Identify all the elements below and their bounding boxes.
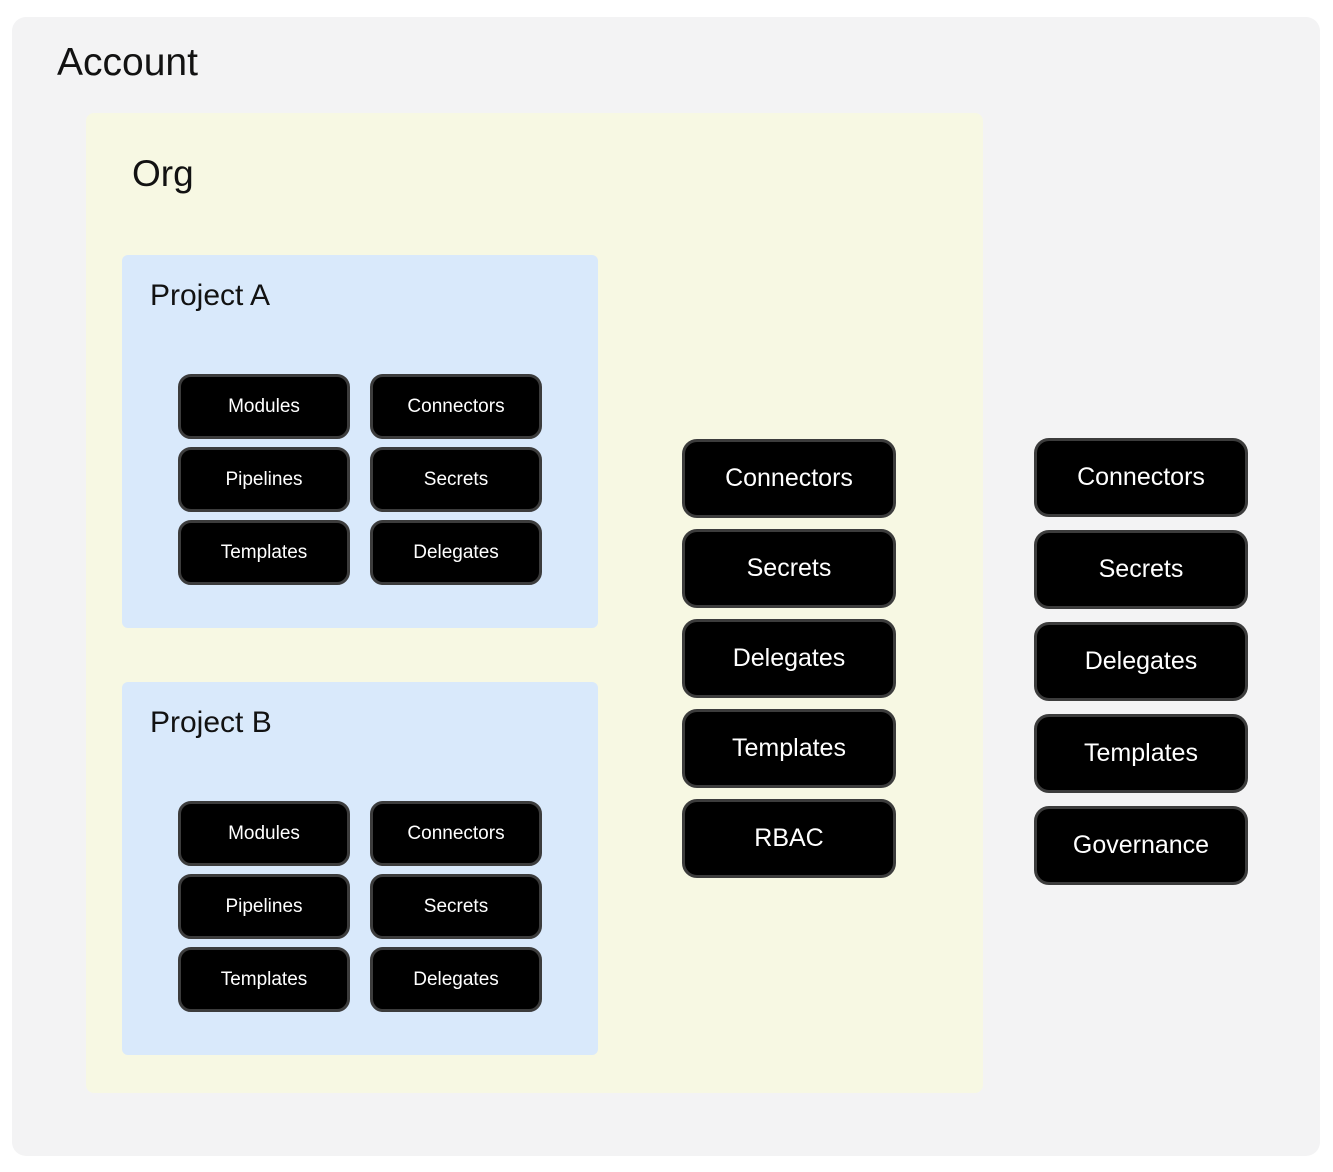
org-resources-column: Connectors Secrets Delegates Templates R… (682, 439, 896, 878)
org-title: Org (132, 153, 194, 194)
org-node-secrets: Secrets (682, 529, 896, 608)
org-node-delegates: Delegates (682, 619, 896, 698)
project-b-container: Project B Modules Connectors Pipelines S… (122, 682, 598, 1055)
project-a-container: Project A Modules Connectors Pipelines S… (122, 255, 598, 628)
project-b-node-secrets: Secrets (370, 874, 542, 939)
account-node-secrets: Secrets (1034, 530, 1248, 609)
project-a-title: Project A (150, 279, 271, 312)
org-node-templates: Templates (682, 709, 896, 788)
project-b-title: Project B (150, 706, 272, 739)
project-a-node-secrets: Secrets (370, 447, 542, 512)
project-a-node-connectors: Connectors (370, 374, 542, 439)
project-a-node-delegates: Delegates (370, 520, 542, 585)
project-b-node-connectors: Connectors (370, 801, 542, 866)
account-node-templates: Templates (1034, 714, 1248, 793)
project-a-node-templates: Templates (178, 520, 350, 585)
project-a-node-modules: Modules (178, 374, 350, 439)
org-node-rbac: RBAC (682, 799, 896, 878)
project-b-node-pipelines: Pipelines (178, 874, 350, 939)
project-b-node-modules: Modules (178, 801, 350, 866)
project-a-node-pipelines: Pipelines (178, 447, 350, 512)
project-b-node-delegates: Delegates (370, 947, 542, 1012)
org-node-connectors: Connectors (682, 439, 896, 518)
account-node-connectors: Connectors (1034, 438, 1248, 517)
org-container: Org Project A Modules Connectors Pipelin… (86, 113, 983, 1093)
account-node-governance: Governance (1034, 806, 1248, 885)
project-b-node-templates: Templates (178, 947, 350, 1012)
account-resources-column: Connectors Secrets Delegates Templates G… (1034, 438, 1248, 885)
account-title: Account (57, 41, 198, 84)
project-b-resource-grid: Modules Connectors Pipelines Secrets Tem… (178, 801, 542, 1012)
account-node-delegates: Delegates (1034, 622, 1248, 701)
account-container: Account Org Project A Modules Connectors… (12, 17, 1320, 1156)
project-a-resource-grid: Modules Connectors Pipelines Secrets Tem… (178, 374, 542, 585)
